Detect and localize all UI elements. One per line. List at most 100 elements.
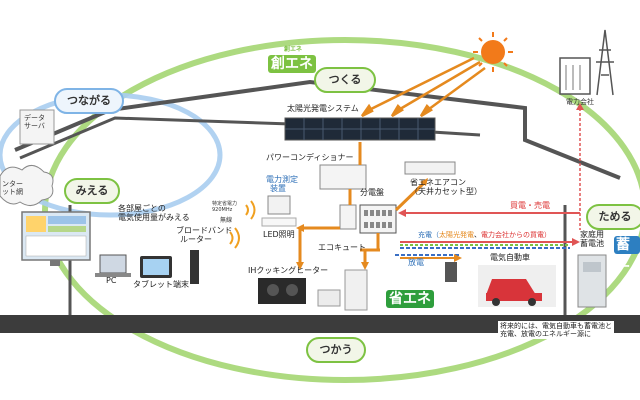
rooms-usage-label-line2: 電気使用量がみえる [118,213,190,223]
home-battery-label: 家庭用 蓄電池 [580,230,604,248]
internet-cloud [0,165,54,206]
shouene-badge: 省エネ [386,290,434,308]
data-server-label-line1: データ [24,114,45,122]
ev-car [478,265,556,307]
charge-label-sep: 、 [474,231,481,239]
internet-label-line2: ット網 [2,188,23,197]
eco-aircon-label-line2: （天井カセット型） [410,187,482,197]
charge-label-prefix: 充電（ [418,231,439,239]
red-arrow-charge [572,238,580,246]
charge-label-solar: 太陽光発電 [439,231,474,239]
ecocute-tank [344,269,368,311]
solar-system-label: 太陽光発電システム [287,104,359,113]
power-meter-label-line2: 装置 [270,184,286,194]
ev-charger [445,262,457,282]
power-meter-box [267,195,291,215]
orange-arrow-ih [296,262,304,270]
solar-panel-grid [285,118,435,140]
eco-aircon-label-line1: 省エネエアコン [410,178,466,187]
home-battery-panel [583,262,601,272]
ground-bar [0,315,640,333]
power-conditioner-box [319,164,367,190]
orange-arrow-ecocute [361,262,369,270]
future-note-line1: 将来的には、電気自動車も蓄電池と [500,322,612,330]
wireless-freq-label: 特定省電力 920MHz [212,201,238,214]
ih-heater-unit [258,278,306,304]
building-windows [565,65,581,90]
smart-meter-box [339,204,357,230]
power-tower-icon [596,29,614,96]
power-company-label: 電力会社 [566,98,594,106]
internet-label: ンター ット網 [2,180,23,196]
wireless-icon [229,227,240,249]
home-battery-label-line1: 家庭用 [580,230,604,239]
cycle-tsukuru-bubble: つくる [314,67,376,93]
ev-flow-arrow [454,254,462,262]
ih-heater-label: IHクッキングヒーター [248,266,329,275]
chikuene-badge: 蓄エ [614,236,640,271]
red-arrow-buysell [398,209,406,217]
internet-label-line1: ンター [2,180,23,188]
broadband-router-label-line1: ブロードバンド [176,226,233,235]
aircon-box [404,161,456,175]
ecocute-label: エコキュート [318,243,366,252]
charge-label-suffix: からの買電） [509,231,551,239]
monitor-ui [25,216,87,257]
rooms-usage-label: 各部屋ごとの 電気使用量がみえる [118,204,190,222]
orange-arrow-aircon [420,178,428,186]
router-device [190,250,199,284]
rooms-usage-label-line1: 各部屋ごとの [118,204,166,213]
power-conditioner-label: パワーコンディショナー [266,153,354,162]
distribution-board-label: 分電盤 [360,188,384,197]
green-cycle-loop [42,37,640,383]
buy-sell-label: 買電・売電 [510,201,550,210]
wireless-label: 無線 [220,217,233,224]
cycle-mieru-bubble: みえる [64,178,120,204]
tablet-label: タブレット端末 [133,280,189,289]
breaker-switches [364,210,392,228]
sun-icon [473,32,513,72]
red-flow-lines [400,212,580,243]
pc-laptop-screen [99,254,127,274]
power-meter-label-line1: 電力測定 [266,175,298,184]
charge-label-company: 電力会社 [481,231,509,239]
souene-small-label: 創エネ [284,46,303,53]
charge-label: 充電（太陽光発電、電力会社からの買電） [418,231,551,239]
cycle-tsunagaru-bubble: つながる [54,88,124,114]
power-meter-label: 電力測定 装置 [266,175,298,193]
led-label: LED照明 [263,230,295,239]
tablet-screen [143,259,169,275]
souene-badge: 創エネ [268,55,316,73]
cycle-tameru-bubble: ためる [586,204,640,230]
led-light [261,217,297,227]
home-battery-label-line2: 蓄電池 [580,239,604,249]
pc-laptop-base [95,273,131,277]
grid-arrow-up [576,103,584,110]
orange-arrow-led [296,224,304,232]
future-note-line2: 充電、放電のエネルギー源に [500,330,591,339]
monitor-stand [50,260,60,266]
wireless-freq-label-line2: 920MHz [212,206,233,213]
discharge-label: 放電 [408,258,424,267]
data-server-box [19,109,55,145]
pc-label: PC [106,276,117,285]
sun-ray-arrows [360,56,486,118]
cycle-tsukau-bubble: つかう [306,337,366,363]
eco-aircon-label: 省エネエアコン （天井カセット型） [410,178,482,196]
ev-label: 電気自動車 [490,253,530,262]
aircon-outdoor-unit [317,289,341,307]
data-server-label: データ サーバ [24,114,45,130]
ih-burner [267,284,279,296]
broadband-router-label-line2: ルーター [180,235,212,245]
wireless-icon-2 [245,200,256,220]
wireless-freq-label-line1: 特定省電力 [212,201,238,207]
data-server-label-line2: サーバ [24,122,45,131]
ih-burner-2 [286,284,298,296]
broadband-router-label: ブロードバンド ルーター [176,226,232,244]
house-roof [14,79,621,180]
future-note-label: 将来的には、電気自動車も蓄電池と 充電、放電のエネルギー源に [498,321,614,340]
orange-power-flow [298,142,427,262]
distribution-board-box [359,204,397,234]
